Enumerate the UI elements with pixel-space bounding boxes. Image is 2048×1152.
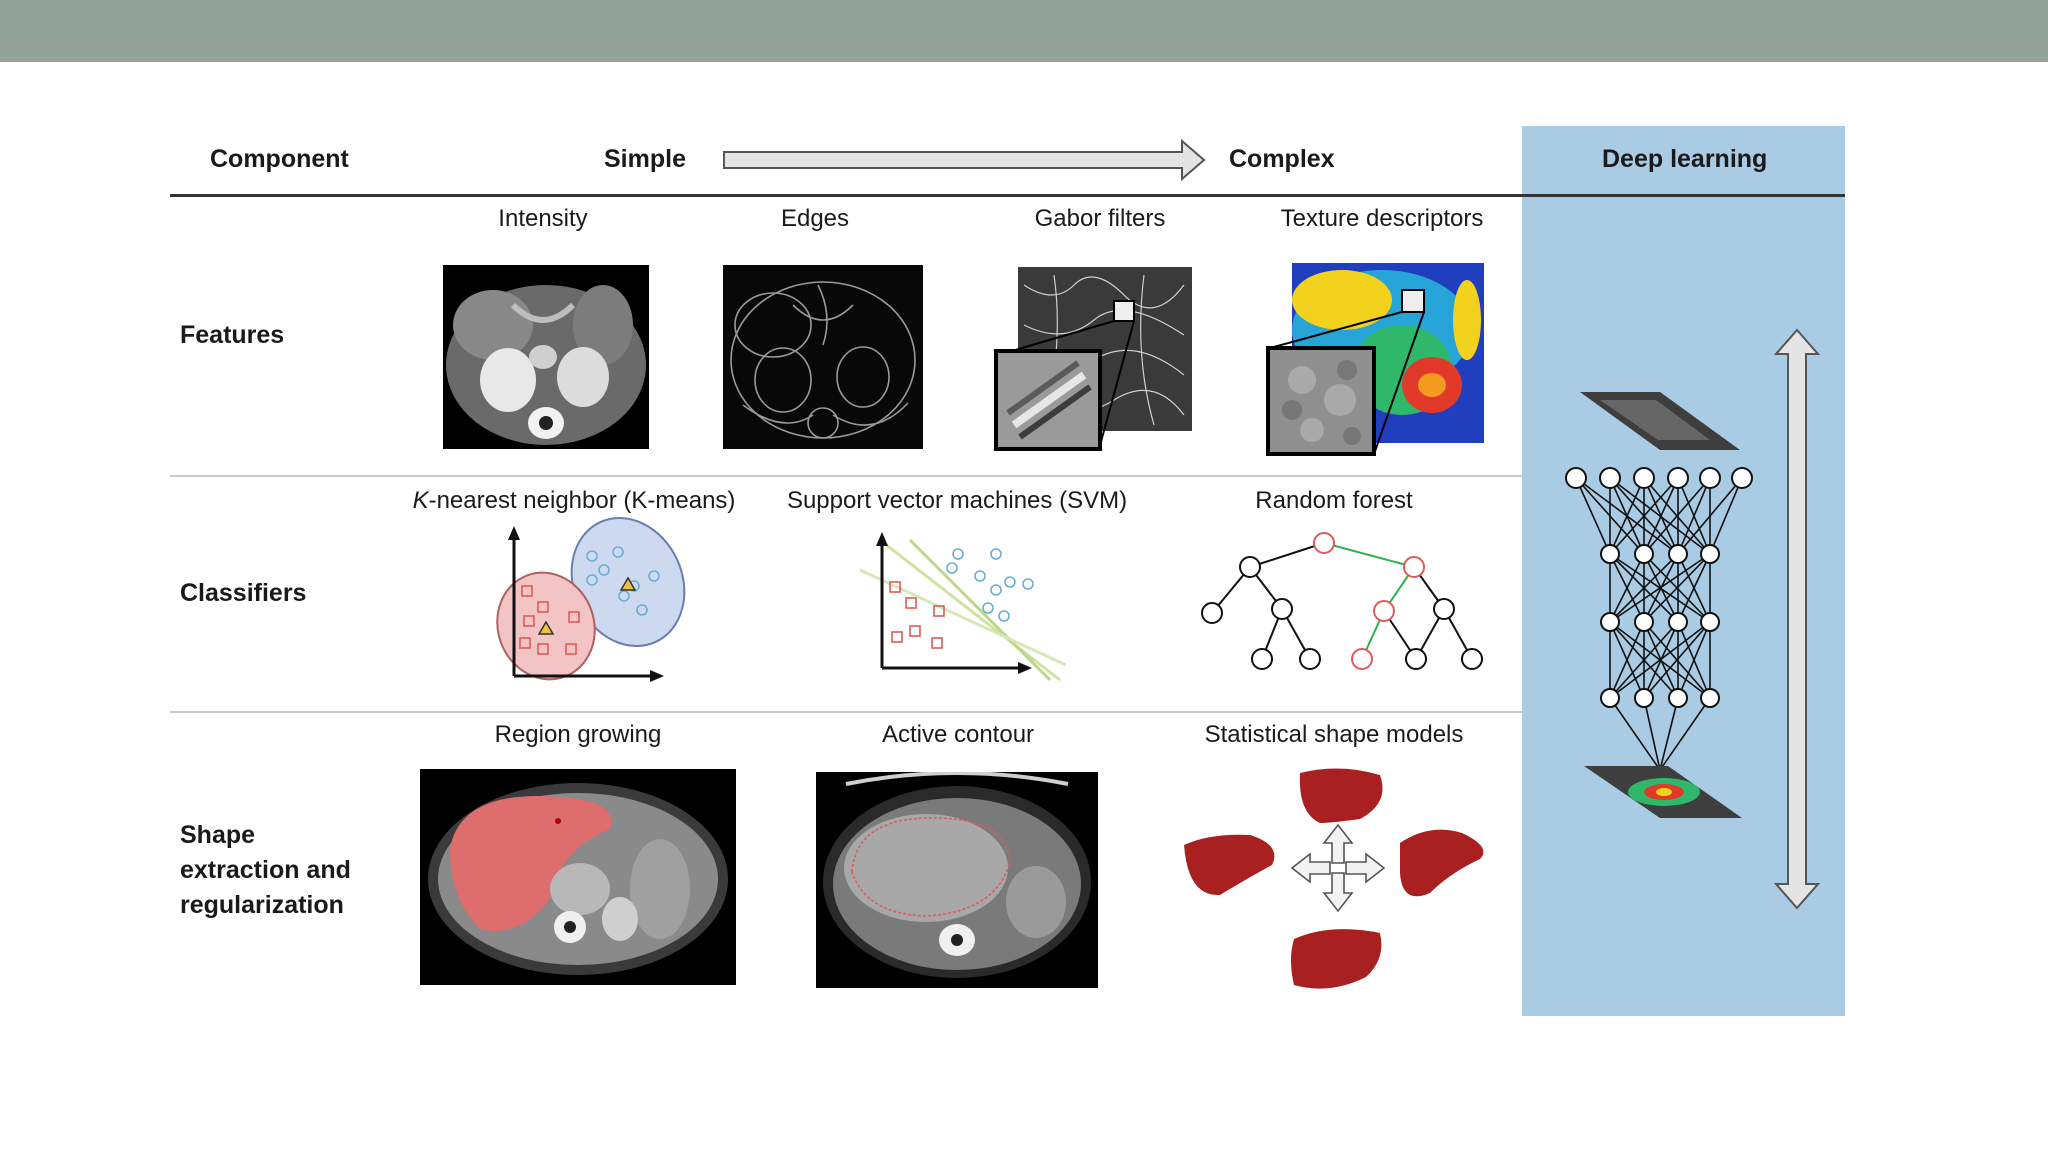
row-label-shape-line1: Shape [180,821,256,849]
caption-statistical-shape-models: Statistical shape models [1204,721,1464,748]
caption-intensity: Intensity [498,205,588,232]
knn-plot [496,516,686,682]
row-label-shape: Shape extraction and regularization [180,818,351,923]
caption-texture-descriptors: Texture descriptors [1280,205,1484,232]
deep-learning-double-arrow [1773,328,1821,910]
header-component: Component [210,145,349,173]
texture-descriptors-image [1266,263,1484,456]
random-forest-tree [1201,532,1483,670]
simple-to-complex-arrow [723,138,1206,182]
header-simple: Simple [604,145,686,173]
region-growing-ct-image [420,769,736,985]
caption-random-forest: Random forest [1255,487,1413,514]
slide-top-bar [0,0,2048,62]
header-complex: Complex [1229,145,1335,173]
caption-region-growing: Region growing [494,721,662,748]
caption-knn-k: K [412,487,429,514]
caption-gabor-filters: Gabor filters [1034,205,1166,232]
row-label-classifiers: Classifiers [180,579,307,607]
edges-image [723,265,923,449]
caption-knn: K-nearest neighbor (K-means) [404,487,744,515]
row-label-shape-line2: extraction and [180,856,351,884]
caption-active-contour: Active contour [881,721,1035,748]
row-label-features: Features [180,321,285,349]
deep-learning-network [1565,392,1753,818]
header-rule [170,194,1845,197]
caption-edges: Edges [780,205,850,232]
header-deep-learning: Deep learning [1602,145,1768,173]
svm-plot [860,532,1066,682]
caption-knn-rest: -nearest neighbor (K-means) [428,487,736,514]
row-divider-1 [170,475,1522,477]
active-contour-ct-image [816,772,1098,988]
caption-svm: Support vector machines (SVM) [786,487,1128,514]
gabor-filters-image [994,267,1192,451]
statistical-shape-models-image [1184,768,1484,989]
row-divider-2 [170,711,1522,713]
row-label-shape-line3: regularization [180,891,344,919]
intensity-ct-image [443,265,649,449]
